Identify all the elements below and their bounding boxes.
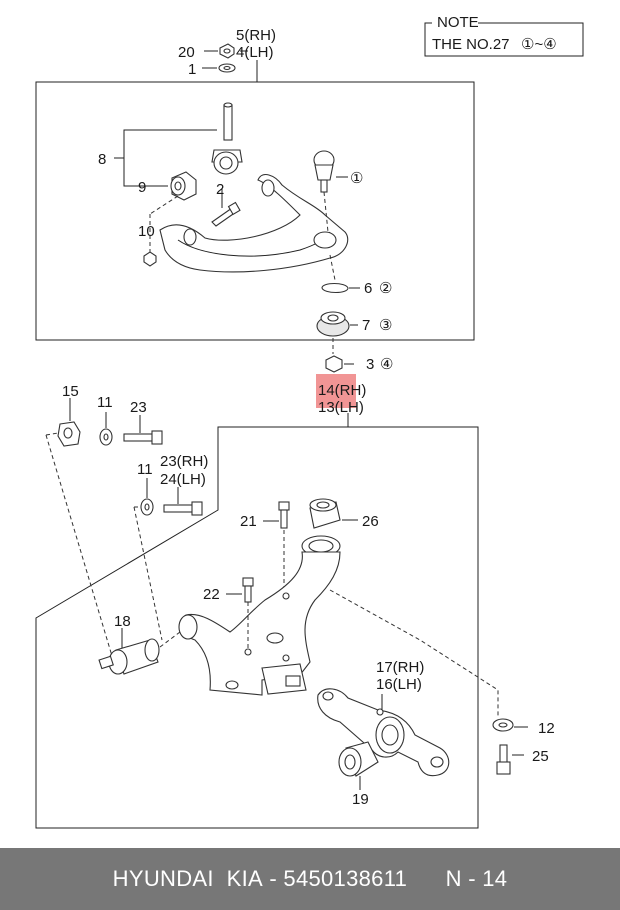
label-24lh: 24(LH)	[160, 471, 206, 488]
label-11b: 11	[137, 461, 153, 478]
label-16lh: 16(LH)	[376, 676, 422, 693]
label-13lh: 13(LH)	[318, 399, 364, 416]
highlight-part-14	[316, 374, 356, 408]
label-14rh: 14(RH)	[318, 382, 366, 399]
footer-bar: HYUNDAI KIA - 5450138611 N - 14	[0, 848, 620, 910]
bolt-icon	[123, 430, 163, 445]
lower-arm-frame	[35, 426, 479, 829]
label-10: 10	[138, 223, 155, 240]
label-circle-2: ②	[379, 280, 392, 297]
label-11a: 11	[97, 394, 113, 411]
footer-part-number: 5450138611	[283, 866, 408, 891]
label-2: 2	[216, 181, 224, 198]
label-circle-3: ③	[379, 317, 392, 334]
exploded-parts-diagram: NOTE THE NO.27 ①~④	[35, 14, 584, 829]
note-box: NOTE THE NO.27 ①~④	[424, 14, 584, 57]
label-26: 26	[362, 513, 379, 530]
bolt-icon	[211, 188, 241, 227]
upper-control-arm	[159, 174, 349, 273]
label-20: 20	[178, 44, 195, 61]
label-circle-1: ①	[350, 170, 363, 187]
footer-separator: -	[262, 866, 284, 891]
nut-icon	[219, 43, 235, 59]
note-range: ①~④	[521, 36, 557, 53]
dust-boot-icon	[316, 311, 350, 337]
label-22: 22	[203, 586, 220, 603]
upper-pivot-bolt-icon	[211, 102, 243, 175]
label-7: 7	[362, 317, 370, 334]
footer-gap	[407, 866, 445, 892]
label-3: 3	[366, 356, 374, 373]
bushing-icon	[338, 741, 379, 777]
label-15: 15	[62, 383, 79, 400]
label-25: 25	[532, 748, 549, 765]
label-1: 1	[188, 61, 196, 78]
footer-code: N - 14	[445, 866, 508, 891]
bushing-icon	[170, 171, 197, 201]
nut-icon	[325, 355, 343, 373]
bushing-icon	[98, 638, 160, 675]
note-text: THE NO.27	[432, 36, 510, 53]
label-17rh: 17(RH)	[376, 659, 424, 676]
ball-joint-icon	[313, 150, 335, 193]
label-5rh: 5(RH)	[236, 27, 276, 44]
bracket-icon	[57, 421, 81, 447]
label-23a: 23	[130, 399, 147, 416]
bushing-icon	[309, 498, 341, 529]
bolt-icon	[496, 744, 511, 775]
snap-ring-icon	[321, 282, 349, 294]
label-9: 9	[138, 179, 146, 196]
label-8: 8	[98, 151, 106, 168]
upper-arm-frame	[35, 81, 475, 341]
bolt-icon	[163, 501, 203, 516]
label-6: 6	[364, 280, 372, 297]
label-19: 19	[352, 791, 369, 808]
label-23rh: 23(RH)	[160, 453, 208, 470]
bolt-icon	[278, 501, 290, 529]
label-4lh: 4(LH)	[236, 44, 274, 61]
lower-control-arm	[178, 535, 341, 696]
footer-brand: HYUNDAI KIA	[112, 866, 263, 891]
label-21: 21	[240, 513, 257, 530]
label-12: 12	[538, 720, 555, 737]
bolt-icon	[242, 577, 254, 603]
note-title: NOTE	[437, 14, 479, 31]
label-18: 18	[114, 613, 131, 630]
label-circle-4: ④	[380, 356, 393, 373]
lower-link-arm	[317, 688, 450, 777]
nut-icon	[143, 251, 157, 267]
